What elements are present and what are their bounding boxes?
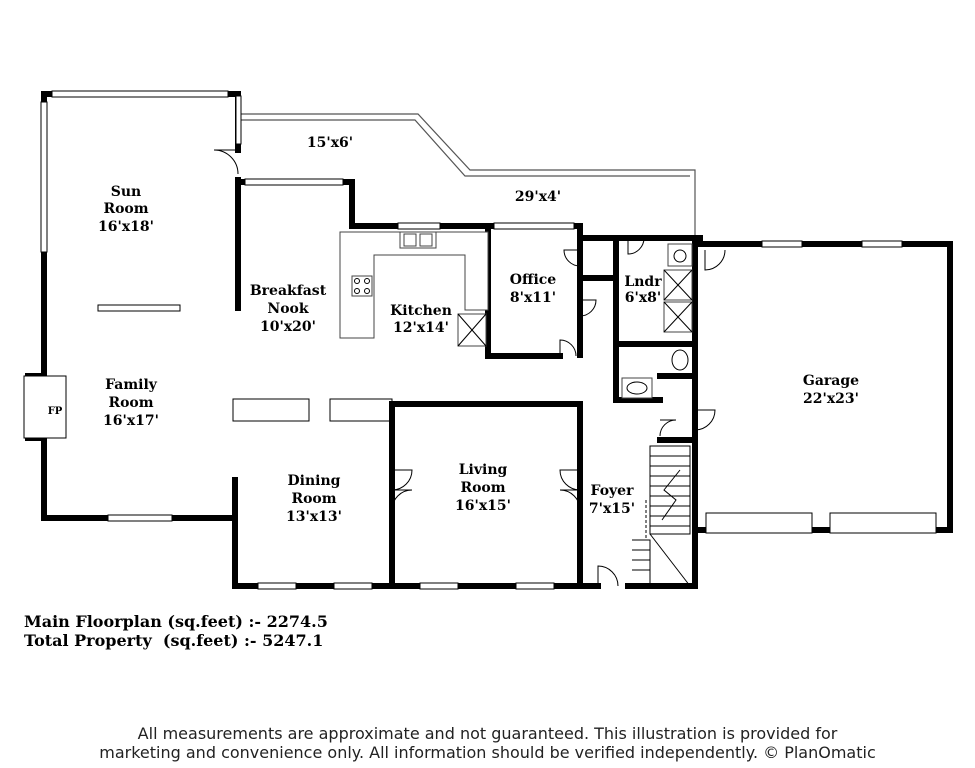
fireplace-label: FP — [48, 406, 63, 417]
kitchen-dims: 12'x14' — [393, 320, 449, 336]
laundry-fixtures — [663, 243, 693, 333]
total-property-area: Total Property (sq.feet) :- 5247.1 — [24, 631, 324, 650]
laundry-dims: 6'x8' — [625, 290, 661, 306]
family-room-dims: 16'x17' — [103, 413, 159, 429]
sun-room-name-1: Sun — [111, 184, 141, 200]
disclaimer-line-1: All measurements are approximate and not… — [137, 724, 838, 743]
disclaimer-line-2: marketing and convenience only. All info… — [99, 743, 876, 762]
dining-room-label: Dining Room 13'x13' — [286, 473, 342, 525]
living-room-name-2: Room — [460, 480, 505, 496]
main-floorplan-area: Main Floorplan (sq.feet) :- 2274.5 — [24, 612, 328, 631]
sun-room-dims: 16'x18' — [98, 219, 154, 235]
breakfast-nook-name-2: Nook — [267, 301, 308, 317]
family-room-label: Family Room 16'x17' — [103, 377, 159, 429]
sun-room-name-2: Room — [103, 201, 148, 217]
deck-lower-label: 29'x4' — [515, 189, 561, 205]
dining-room-name-1: Dining — [288, 473, 341, 489]
garage-name: Garage — [803, 373, 859, 389]
office-name: Office — [510, 272, 557, 288]
breakfast-nook-label: Breakfast Nook 10'x20' — [250, 283, 327, 335]
family-room-name-2: Room — [108, 395, 153, 411]
disclaimer: All measurements are approximate and not… — [0, 724, 975, 762]
foyer-dims: 7'x15' — [589, 501, 635, 517]
powder-room-fixtures — [621, 349, 689, 399]
deck-upper-dims: 15'x6' — [307, 135, 353, 151]
sun-room-label: Sun Room 16'x18' — [98, 184, 154, 235]
office-dims: 8'x11' — [510, 290, 556, 306]
dining-room-dims: 13'x13' — [286, 509, 342, 525]
fireplace-text: FP — [48, 406, 63, 417]
doors — [213, 149, 726, 587]
deck-lower-dims: 29'x4' — [515, 189, 561, 205]
living-room-dims: 16'x15' — [455, 498, 511, 514]
windows — [23, 90, 937, 590]
dining-room-name-2: Room — [291, 491, 336, 507]
foyer-label: Foyer 7'x15' — [589, 483, 635, 517]
kitchen-name: Kitchen — [390, 303, 452, 319]
garage-dims: 22'x23' — [803, 391, 859, 407]
living-room-label: Living Room 16'x15' — [455, 462, 511, 514]
staircase — [632, 445, 691, 587]
kitchen-fixtures — [339, 231, 489, 347]
deck-upper-label: 15'x6' — [307, 135, 353, 151]
foyer-name: Foyer — [591, 483, 635, 499]
laundry-label: Lndr 6'x8' — [624, 274, 662, 306]
breakfast-nook-name-1: Breakfast — [250, 283, 327, 299]
kitchen-label: Kitchen 12'x14' — [390, 303, 452, 336]
office-label: Office 8'x11' — [510, 272, 557, 306]
garage-label: Garage 22'x23' — [803, 373, 859, 407]
family-room-name-1: Family — [105, 377, 158, 393]
laundry-name: Lndr — [624, 274, 662, 290]
breakfast-nook-dims: 10'x20' — [260, 319, 316, 335]
deck-outline — [238, 113, 696, 240]
living-room-name-1: Living — [459, 462, 508, 478]
